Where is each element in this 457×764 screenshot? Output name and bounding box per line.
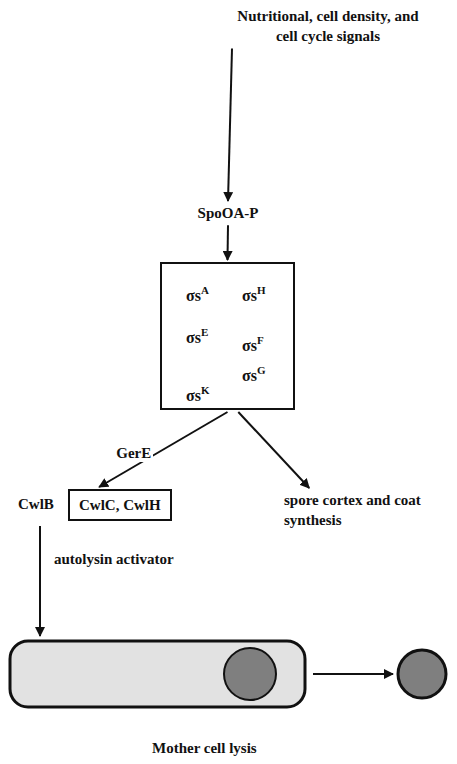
process-box: CwlC, CwlH [68,489,172,521]
text-node: spore cortex and coat synthesis [284,490,424,531]
annotation-label: Mother cell lysis [150,740,259,757]
sigma-factor: σsF [242,334,264,355]
process-box: σsA σsH σsE σsF σsG σsK [160,262,295,410]
edge-label: GerE [114,445,153,462]
node-text: CwlC, CwlH [79,495,161,515]
lysis-arrow [39,526,41,636]
text-node: SpoOA-P [198,203,259,223]
arrow-connector [238,412,309,488]
release-arrow [313,673,393,675]
sigma-factor: σsA [186,284,209,305]
arrow-connector [228,49,232,202]
node-text: spore cortex and coat synthesis [284,490,424,531]
forespore [224,648,276,700]
node-text: Nutritional, cell density, and cell cycl… [228,6,428,47]
arrow-connector [99,412,227,487]
sigma-factor: σsE [186,326,208,347]
node-text: CwlB [18,494,54,514]
text-node: CwlB [18,494,54,514]
annotation-label: autolysin activator [52,551,176,568]
text-node: Nutritional, cell density, and cell cycl… [228,6,428,47]
sigma-factor: σsH [242,284,266,305]
free-spore [398,650,446,698]
sigma-factor: σsG [242,364,266,385]
sigma-factor: σsK [186,384,210,405]
node-text: SpoOA-P [198,203,259,223]
mother-cell [10,641,305,707]
arrow-connector [227,225,230,260]
